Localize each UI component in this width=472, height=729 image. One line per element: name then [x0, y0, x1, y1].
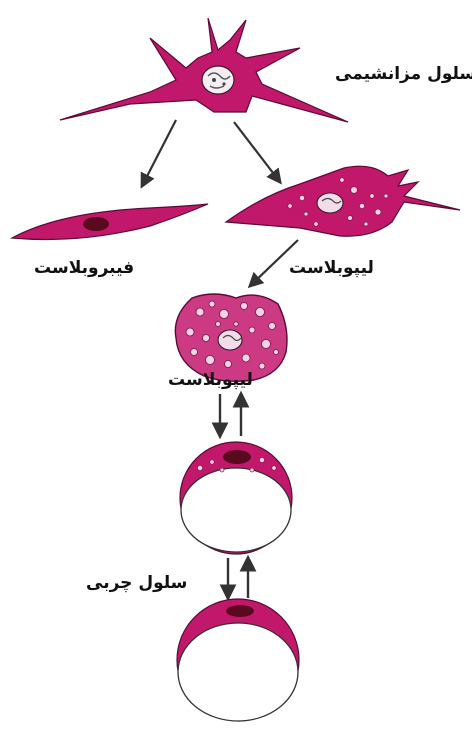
mature-nucleus	[226, 605, 254, 617]
arrow-to-lipoblast	[234, 122, 280, 182]
intermediate-nucleus	[223, 450, 251, 464]
label-lipoblast-2: لیپوبلاست	[168, 370, 253, 390]
mature-fat-droplet	[178, 623, 298, 721]
label-fibroblast: فیبروبلاست	[34, 258, 134, 278]
reversible-arrows-1	[220, 394, 241, 436]
fibroblast-nucleus	[83, 217, 109, 231]
label-lipoblast-1: لیپوبلاست	[289, 258, 374, 278]
fibroblast-cytoplasm	[12, 204, 208, 240]
lipoblast-cell-2	[175, 294, 287, 381]
intermediate-fat-droplet	[181, 468, 291, 552]
mesenchymal-nucleus	[202, 66, 234, 94]
arrow-to-fibroblast	[142, 120, 176, 186]
lipoblast-cell-1	[226, 166, 460, 236]
mature-fat-cell	[177, 599, 299, 721]
reversible-arrows-2	[228, 558, 248, 598]
mesenchymal-cell	[60, 18, 348, 122]
fat-cell-intermediate	[180, 442, 292, 554]
label-fat-cell: سلول چربی	[86, 573, 187, 593]
mesenchymal-cytoplasm	[60, 18, 348, 122]
label-mesenchymal-cell: سلول مزانشیمی	[335, 64, 472, 84]
fibroblast-cell	[12, 204, 208, 240]
